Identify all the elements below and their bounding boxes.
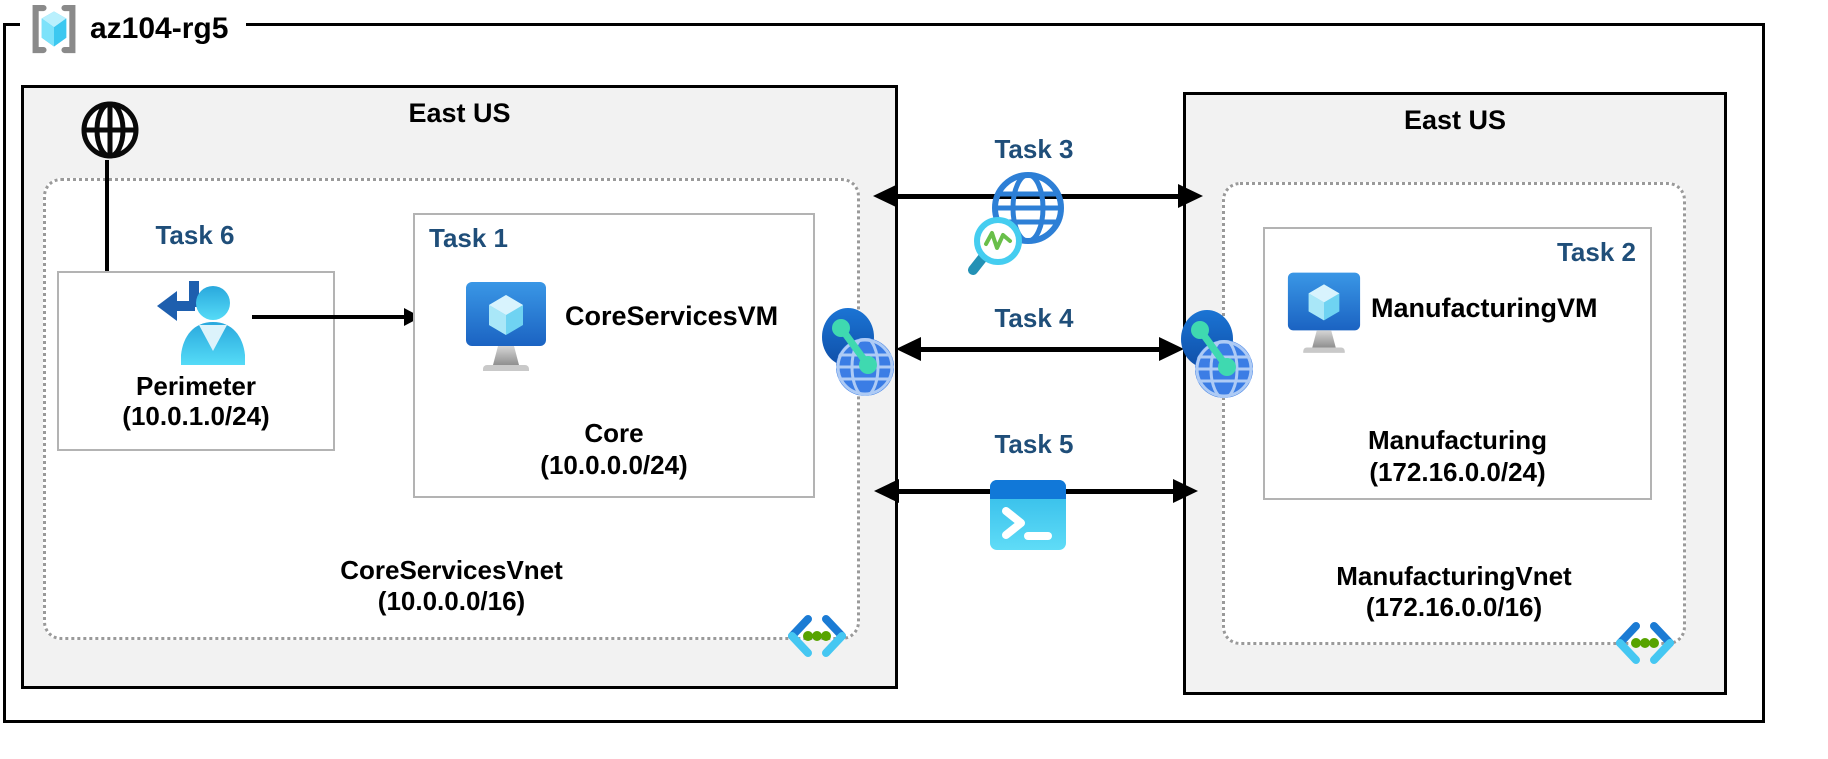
guest-user-icon [157, 281, 245, 365]
task3-arrow-head-right [1178, 184, 1203, 208]
network-watcher-icon [968, 172, 1064, 275]
resource-group-label: az104-rg5 [90, 12, 229, 45]
task1-label: Task 1 [429, 223, 509, 253]
manufacturing-vnet-label: ManufacturingVnet (172.16.0.0/16) [1336, 561, 1572, 622]
core-subnet-cidr: (10.0.0.0/24) [540, 450, 688, 480]
resource-group-icon [32, 4, 76, 54]
core-services-vnet-label: CoreServicesVnet (10.0.0.0/16) [340, 555, 563, 616]
manufacturing-subnet-cidr: (172.16.0.0/24) [1369, 457, 1546, 487]
core-subnet-name: Core [584, 418, 644, 448]
task3-label: Task 3 [994, 134, 1074, 164]
task3-arrow-head-left [873, 184, 898, 208]
task4-arrow-line [916, 347, 1164, 352]
cloud-shell-icon [990, 480, 1066, 550]
task2-label: Task 2 [1556, 237, 1636, 267]
task4-label: Task 4 [994, 303, 1074, 333]
task4-arrow-head-left [896, 337, 921, 361]
core-subnet-box: Task 1 CoreServicesVM Core (10.0.0.0/24) [413, 213, 815, 498]
task6-label: Task 6 [155, 220, 235, 250]
perimeter-name: Perimeter [136, 371, 256, 401]
task5-arrow-head-left [874, 479, 899, 503]
internet-globe-icon [81, 101, 139, 159]
internet-to-perimeter-arrow-line [105, 160, 109, 328]
core-vm-name: CoreServicesVM [565, 301, 779, 331]
region-title-left: East US [408, 98, 511, 128]
resource-group-header: az104-rg5 [20, 0, 247, 58]
manufacturing-vm-name: ManufacturingVM [1371, 293, 1598, 323]
perimeter-cidr: (10.0.1.0/24) [122, 401, 270, 431]
perimeter-to-core-arrow-line [252, 315, 408, 319]
manufacturing-subnet-box: Task 2 ManufacturingVM Manufacturing (17… [1263, 227, 1652, 500]
vnet-peering-icon-left [822, 308, 894, 396]
task4-arrow-head-right [1159, 337, 1184, 361]
vnet-peering-icon-right [1181, 310, 1253, 398]
region-title-right: East US [1403, 105, 1507, 135]
manufacturing-subnet-name: Manufacturing [1367, 425, 1548, 455]
perimeter-subnet-box: Perimeter (10.0.1.0/24) [57, 271, 335, 451]
manufacturing-vm-icon [1287, 272, 1361, 353]
task5-label: Task 5 [994, 429, 1074, 459]
task5-arrow-head-right [1173, 479, 1198, 503]
manufacturing-virtual-network-icon [1616, 622, 1674, 664]
core-vm-icon [466, 282, 546, 371]
core-virtual-network-icon [788, 615, 846, 657]
